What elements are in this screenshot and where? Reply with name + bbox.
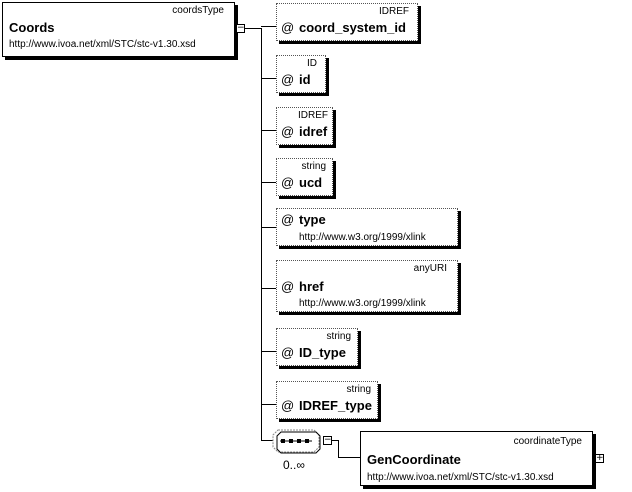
attribute-at-symbol: @ bbox=[281, 398, 295, 413]
attribute-at-symbol: @ bbox=[281, 20, 295, 35]
connector-attr-2 bbox=[261, 78, 276, 79]
connector-root-horizontal bbox=[245, 28, 261, 29]
attribute-type-label: IDREF bbox=[379, 6, 409, 17]
attribute-name: ucd bbox=[299, 175, 323, 190]
connector-attr-8 bbox=[261, 404, 276, 405]
attribute-box-href[interactable]: anyURI @ href http://www.w3.org/1999/xli… bbox=[276, 260, 458, 312]
attribute-box-coord-system-id[interactable]: IDREF @ coord_system_id bbox=[276, 3, 418, 41]
attribute-box-type[interactable]: @ type http://www.w3.org/1999/xlink bbox=[276, 208, 458, 246]
sequence-occurrence: 0..∞ bbox=[283, 458, 305, 472]
attribute-name: ID_type bbox=[299, 345, 346, 360]
attribute-name: IDREF_type bbox=[299, 398, 372, 413]
attribute-at-symbol: @ bbox=[281, 279, 295, 294]
attribute-box-idref-type[interactable]: string @ IDREF_type bbox=[276, 381, 378, 419]
root-namespace: http://www.ivoa.net/xml/STC/stc-v1.30.xs… bbox=[9, 39, 196, 50]
attribute-type-label: string bbox=[326, 331, 351, 342]
attribute-name: id bbox=[299, 72, 311, 87]
attribute-at-symbol: @ bbox=[281, 212, 295, 227]
child-type-label: coordinateType bbox=[513, 436, 582, 447]
attribute-namespace: http://www.w3.org/1999/xlink bbox=[299, 298, 426, 309]
attribute-type-label: string bbox=[301, 161, 326, 172]
attribute-type-label: ID bbox=[307, 58, 317, 69]
connector-attr-7 bbox=[261, 351, 276, 352]
child-namespace: http://www.ivoa.net/xml/STC/stc-v1.30.xs… bbox=[367, 472, 554, 483]
attribute-box-id[interactable]: ID @ id bbox=[276, 55, 326, 93]
child-element-box[interactable]: coordinateType GenCoordinate http://www.… bbox=[360, 431, 593, 486]
attribute-box-id-type[interactable]: string @ ID_type bbox=[276, 328, 358, 366]
connector-attr-5 bbox=[261, 227, 276, 228]
attribute-box-ucd[interactable]: string @ ucd bbox=[276, 158, 333, 196]
connector-trunk-vertical bbox=[261, 28, 262, 440]
attribute-namespace: http://www.w3.org/1999/xlink bbox=[299, 232, 426, 243]
attribute-box-idref[interactable]: IDREF @ idref bbox=[276, 107, 333, 145]
sequence-collapse-icon[interactable]: − bbox=[323, 435, 332, 445]
root-element-name: Coords bbox=[9, 20, 55, 35]
attribute-at-symbol: @ bbox=[281, 124, 295, 139]
connector-attr-4 bbox=[261, 182, 276, 183]
attribute-at-symbol: @ bbox=[281, 175, 295, 190]
attribute-at-symbol: @ bbox=[281, 72, 295, 87]
sequence-compositor-icon[interactable] bbox=[272, 429, 324, 455]
root-collapse-icon[interactable]: − bbox=[236, 23, 245, 33]
attribute-type-label: anyURI bbox=[413, 263, 447, 274]
connector-seq-to-child-h1 bbox=[332, 440, 338, 441]
attribute-name: coord_system_id bbox=[299, 20, 406, 35]
attribute-at-symbol: @ bbox=[281, 345, 295, 360]
connector-sequence bbox=[261, 440, 273, 441]
attribute-name: href bbox=[299, 279, 324, 294]
root-element-box[interactable]: coordsType Coords http://www.ivoa.net/xm… bbox=[2, 2, 235, 57]
connector-attr-6 bbox=[261, 288, 276, 289]
root-type-label: coordsType bbox=[172, 5, 224, 16]
connector-attr-3 bbox=[261, 130, 276, 131]
attribute-type-label: IDREF bbox=[298, 110, 328, 121]
child-expand-icon[interactable]: + bbox=[595, 453, 604, 463]
attribute-name: type bbox=[299, 212, 326, 227]
attribute-type-label: string bbox=[346, 384, 371, 395]
connector-seq-to-child-v bbox=[338, 440, 339, 457]
child-element-name: GenCoordinate bbox=[367, 452, 461, 467]
connector-seq-to-child-h2 bbox=[338, 457, 360, 458]
connector-attr-1 bbox=[261, 26, 276, 27]
attribute-name: idref bbox=[299, 124, 328, 139]
